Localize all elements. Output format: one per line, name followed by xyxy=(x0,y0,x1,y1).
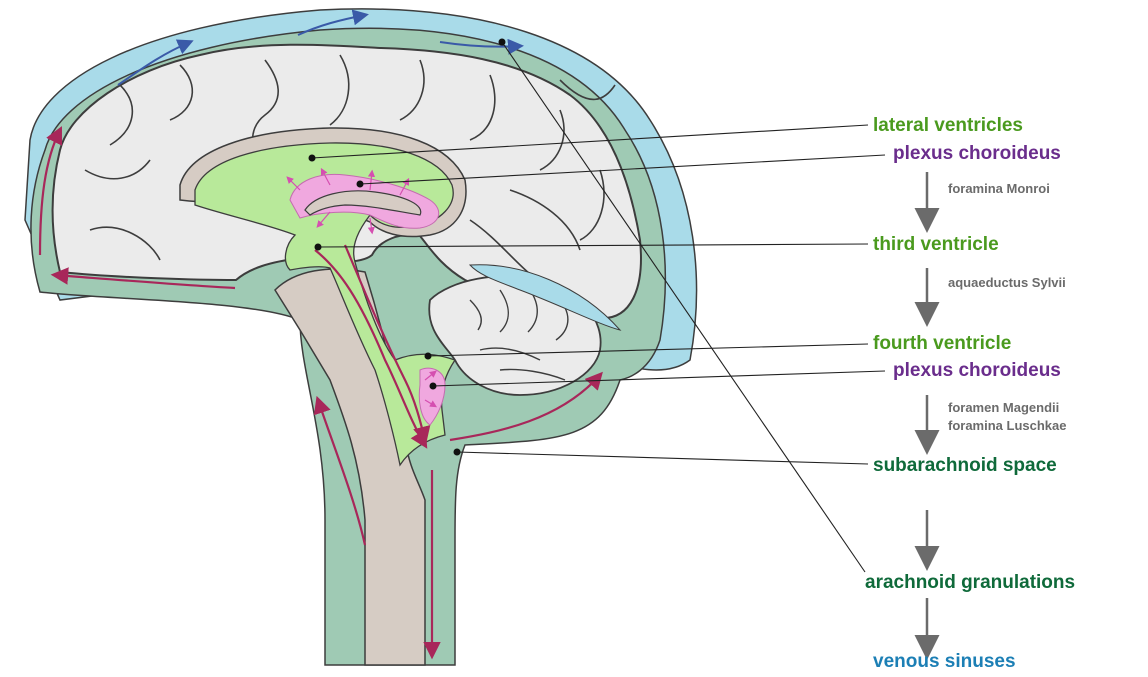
label-third-ventricle: third ventricle xyxy=(873,234,999,255)
label-lateral-ventricles: lateral ventricles xyxy=(873,115,1023,136)
label-aquaeductus-sylvii: aquaeductus Sylvii xyxy=(948,275,1066,290)
label-venous-sinuses: venous sinuses xyxy=(873,651,1016,672)
label-foramen-magendii: foramen Magendii xyxy=(948,400,1059,415)
label-subarachnoid-space: subarachnoid space xyxy=(873,455,1057,476)
label-arachnoid-granulations: arachnoid granulations xyxy=(865,572,1075,593)
label-foramina-monroi: foramina Monroi xyxy=(948,181,1050,196)
label-foramina-luschkae: foramina Luschkae xyxy=(948,418,1067,433)
label-fourth-ventricle: fourth ventricle xyxy=(873,333,1011,354)
label-plexus-choroideus-1: plexus choroideus xyxy=(893,143,1061,164)
label-plexus-choroideus-2: plexus choroideus xyxy=(893,360,1061,381)
